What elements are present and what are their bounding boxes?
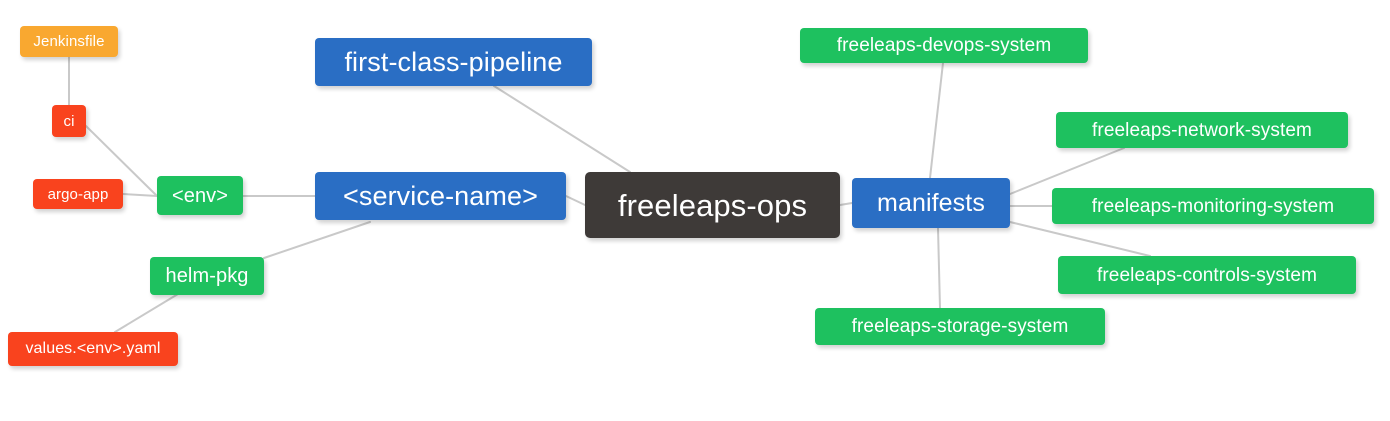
node-label: values.<env>.yaml [25, 340, 161, 357]
edge-manifests-to-controls-system [1009, 221, 1151, 257]
node-devops-system[interactable]: freeleaps-devops-system [800, 28, 1088, 63]
node-label: <env> [171, 184, 229, 207]
node-values-yaml[interactable]: values.<env>.yaml [8, 332, 178, 366]
node-label: manifests [877, 188, 985, 217]
node-first-class-pipeline[interactable]: first-class-pipeline [315, 38, 592, 86]
node-label: helm-pkg [165, 265, 249, 287]
node-label: freeleaps-storage-system [851, 316, 1069, 337]
edge-helm-pkg-to-values-yaml [114, 293, 179, 333]
node-label: argo-app [47, 185, 109, 203]
node-service-name[interactable]: <service-name> [315, 172, 566, 220]
edge-manifests-to-storage-system [937, 227, 941, 309]
node-argo-app[interactable]: argo-app [33, 179, 123, 209]
edge-manifests-to-devops-system [929, 62, 944, 179]
edge-service-name-to-freeleaps-ops [565, 195, 586, 206]
node-jenkinsfile[interactable]: Jenkinsfile [20, 26, 118, 57]
node-label: freeleaps-devops-system [836, 35, 1052, 56]
edge-argo-app-to-env [122, 193, 158, 197]
node-monitoring-system[interactable]: freeleaps-monitoring-system [1052, 188, 1374, 224]
node-helm-pkg[interactable]: helm-pkg [150, 257, 264, 295]
node-label: first-class-pipeline [344, 46, 563, 77]
edge-freeleaps-ops-to-manifests [839, 202, 853, 206]
node-network-system[interactable]: freeleaps-network-system [1056, 112, 1348, 148]
edge-service-name-to-helm-pkg [263, 221, 371, 259]
node-ci[interactable]: ci [52, 105, 86, 137]
node-label: ci [63, 112, 75, 130]
node-manifests[interactable]: manifests [852, 178, 1010, 228]
node-label: freeleaps-monitoring-system [1091, 195, 1335, 217]
edge-first-class-pipeline-to-freeleaps-ops [493, 85, 631, 173]
node-label: <service-name> [343, 180, 538, 211]
node-label: Jenkinsfile [33, 33, 105, 50]
node-freeleaps-ops[interactable]: freeleaps-ops [585, 172, 840, 238]
node-label: freeleaps-ops [617, 187, 808, 223]
node-label: freeleaps-controls-system [1096, 264, 1318, 286]
node-env[interactable]: <env> [157, 176, 243, 215]
node-label: freeleaps-network-system [1092, 119, 1312, 141]
node-controls-system[interactable]: freeleaps-controls-system [1058, 256, 1356, 294]
node-storage-system[interactable]: freeleaps-storage-system [815, 308, 1105, 345]
